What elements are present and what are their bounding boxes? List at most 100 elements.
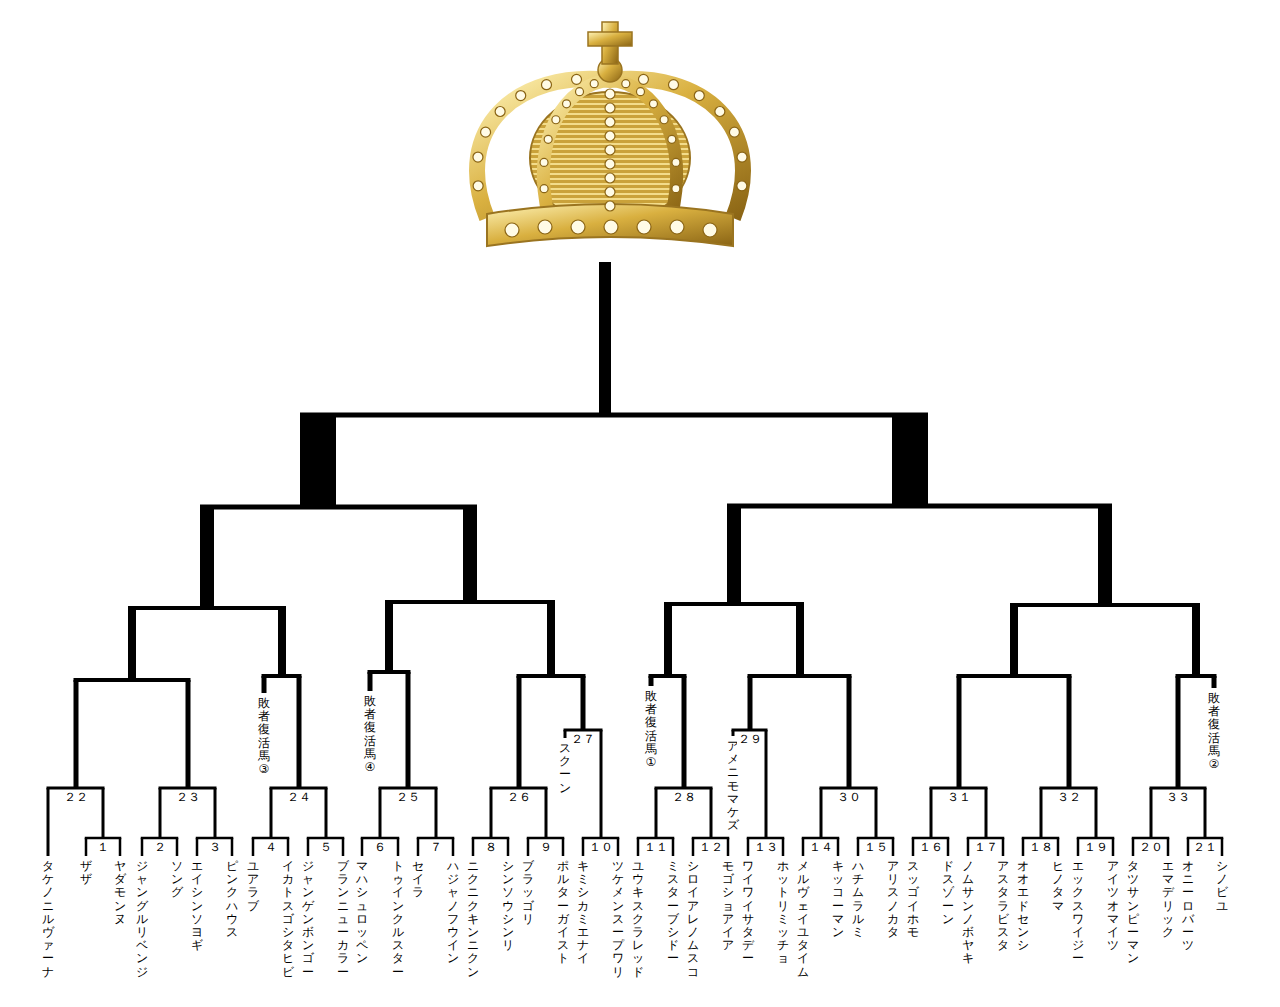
crown-jewel — [637, 220, 651, 234]
horse-name: ハジャノフウイン — [447, 860, 459, 966]
crown-jewel — [605, 187, 615, 197]
match-number: ２５ — [395, 791, 421, 804]
crown-jewel — [672, 158, 680, 166]
crown-jewel — [495, 107, 505, 117]
bracket-line — [361, 838, 364, 856]
bracket-line — [564, 730, 567, 738]
bracket-line — [270, 788, 273, 838]
crown-jewel — [538, 220, 552, 234]
revival-horse-label: 敗者復活馬④ — [364, 695, 376, 774]
bracket-line — [200, 507, 214, 608]
bracket-line — [119, 838, 122, 856]
match-number: ２ — [153, 841, 167, 854]
crown-jewel — [563, 100, 571, 108]
horse-name: ツケメンスープワリ — [612, 860, 624, 979]
bracket-line — [141, 838, 144, 856]
horse-name: タツサンピーマン — [1127, 860, 1139, 966]
match-number: １８ — [1028, 841, 1054, 854]
bracket-line — [406, 672, 411, 788]
bracket-line — [1010, 605, 1018, 676]
bracket-line — [1040, 788, 1043, 838]
bracket-line — [1112, 838, 1115, 856]
bracket-line — [664, 604, 672, 676]
bracket-line — [102, 788, 105, 838]
crown-jewel — [540, 158, 548, 166]
crown-illustration — [457, 18, 763, 262]
bracket-line — [985, 788, 988, 838]
bracket-line — [342, 838, 345, 856]
bracket-line — [967, 838, 970, 856]
bracket-line — [287, 838, 290, 856]
match-number: ３０ — [836, 791, 862, 804]
crown-jewel — [605, 159, 615, 169]
horse-name: ホットリミッチョ — [777, 860, 789, 966]
bracket-line — [617, 838, 620, 856]
bracket-line — [600, 730, 603, 838]
match-number: ２２ — [63, 791, 89, 804]
bracket-line — [892, 415, 928, 506]
bracket-line — [452, 838, 455, 856]
crown-jewel — [571, 220, 585, 234]
match-number: ２３ — [175, 791, 201, 804]
crown-jewel — [605, 89, 615, 99]
bracket-line — [847, 676, 852, 788]
crown-jewel — [622, 80, 630, 88]
bracket-line — [765, 730, 768, 838]
match-number: ２９ — [737, 733, 763, 746]
match-number: ３２ — [1056, 791, 1082, 804]
bracket-line — [262, 676, 267, 693]
bracket-line — [1187, 838, 1190, 856]
horse-name: ブランニューカラー — [337, 860, 349, 979]
horse-name: ヤダモンヌ — [114, 860, 126, 926]
bracket-line — [85, 838, 88, 856]
horse-name: キミシカミエナイ — [577, 860, 589, 966]
match-number: ２０ — [1138, 841, 1164, 854]
bracket-line — [547, 602, 555, 676]
bracket-line — [857, 838, 860, 856]
match-number: ８ — [484, 841, 498, 854]
bracket-line — [727, 838, 730, 856]
bracket-line — [517, 676, 522, 788]
horse-name: ジャンゲンボンゴー — [302, 860, 314, 979]
bracket-line — [1022, 838, 1025, 856]
crown-jewel — [638, 74, 648, 84]
bracket-line — [796, 604, 804, 676]
horse-name: トゥインクルスター — [392, 860, 404, 979]
match-number: １７ — [973, 841, 999, 854]
match-number: ２４ — [286, 791, 312, 804]
match-number: ７ — [429, 841, 443, 854]
horse-name: シンソウシンリ — [502, 860, 514, 952]
crown-jewel — [540, 185, 548, 193]
bracket-line — [545, 788, 548, 838]
match-number: １４ — [808, 841, 834, 854]
match-number: ３ — [208, 841, 222, 854]
bracket-line — [782, 838, 785, 856]
bracket-line — [214, 788, 217, 838]
crown-jewel — [481, 127, 491, 137]
bracket-line — [300, 413, 928, 418]
horse-name: スッゴイホモ — [907, 860, 919, 939]
crown-jewel — [636, 88, 644, 96]
revival-horse-label: 敗者復活馬③ — [258, 697, 270, 776]
bracket-line — [1067, 676, 1072, 788]
bracket-line — [1192, 605, 1200, 676]
match-number: ３３ — [1165, 791, 1191, 804]
match-number: １０ — [588, 841, 614, 854]
bracket-line — [128, 608, 136, 680]
bracket-line — [732, 730, 735, 736]
crown-jewel — [544, 135, 552, 143]
bracket-line — [74, 680, 79, 788]
bracket-line — [599, 262, 611, 417]
crown-jewel — [729, 127, 739, 137]
crown-jewel — [473, 181, 483, 191]
bracket-line — [159, 788, 162, 838]
crown-jewel — [649, 100, 657, 108]
bracket-line — [1204, 788, 1207, 838]
match-number: １６ — [918, 841, 944, 854]
horse-name: ノムサンノボヤキ — [962, 860, 974, 966]
crown-jewel — [668, 135, 676, 143]
horse-name: マハシュロッペン — [356, 860, 368, 966]
bracket-line — [47, 788, 50, 856]
bracket-line — [875, 788, 878, 838]
